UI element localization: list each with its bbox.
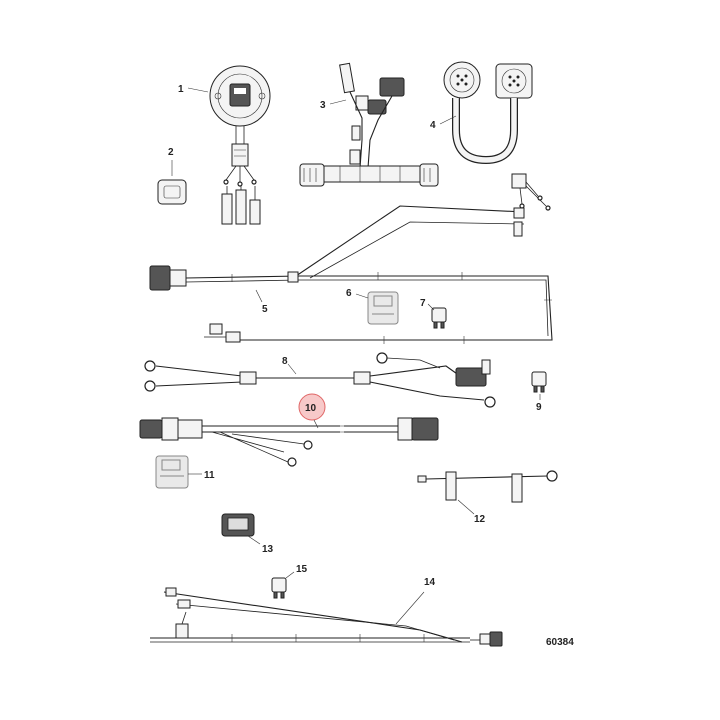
part-14-long-harness[interactable] [150, 587, 503, 647]
callout-12[interactable]: 12 [474, 514, 486, 525]
part-6-relay[interactable] [367, 291, 399, 325]
connector-clip-cluster [511, 173, 551, 211]
part-11-relay[interactable] [155, 455, 189, 489]
part-4-u-harness[interactable] [443, 61, 533, 165]
callout-3[interactable]: 3 [320, 100, 326, 111]
part-8-harness-ring-terminals[interactable] [144, 352, 496, 408]
part-3-t-harness[interactable] [299, 62, 439, 187]
part-2-grommet[interactable] [157, 179, 187, 205]
part-1-gauge-connector[interactable] [209, 65, 271, 225]
part-15-fuse[interactable] [271, 577, 287, 599]
callout-10-highlight[interactable]: 10 [298, 393, 326, 429]
part-9-fuse[interactable] [531, 371, 547, 393]
callout-9[interactable]: 9 [536, 402, 542, 413]
callout-8[interactable]: 8 [282, 356, 288, 367]
callout-1[interactable]: 1 [178, 84, 184, 95]
part-5-main-harness[interactable] [149, 205, 553, 344]
callout-14[interactable]: 14 [424, 577, 436, 588]
callout-5[interactable]: 5 [262, 304, 268, 315]
callout-7[interactable]: 7 [420, 298, 426, 309]
callout-13[interactable]: 13 [262, 544, 274, 555]
part-10-harness[interactable] [139, 417, 439, 467]
part-7-fuse[interactable] [431, 307, 447, 329]
callout-15[interactable]: 15 [296, 564, 308, 575]
callout-6[interactable]: 6 [346, 288, 352, 299]
callout-2[interactable]: 2 [168, 147, 174, 158]
figure-number: 60384 [546, 637, 574, 648]
part-12-jumper[interactable] [417, 470, 558, 503]
callout-11[interactable]: 11 [204, 470, 215, 481]
part-13-switch[interactable] [221, 513, 255, 537]
callout-10[interactable]: 10 [305, 403, 317, 414]
callout-4[interactable]: 4 [430, 120, 436, 131]
